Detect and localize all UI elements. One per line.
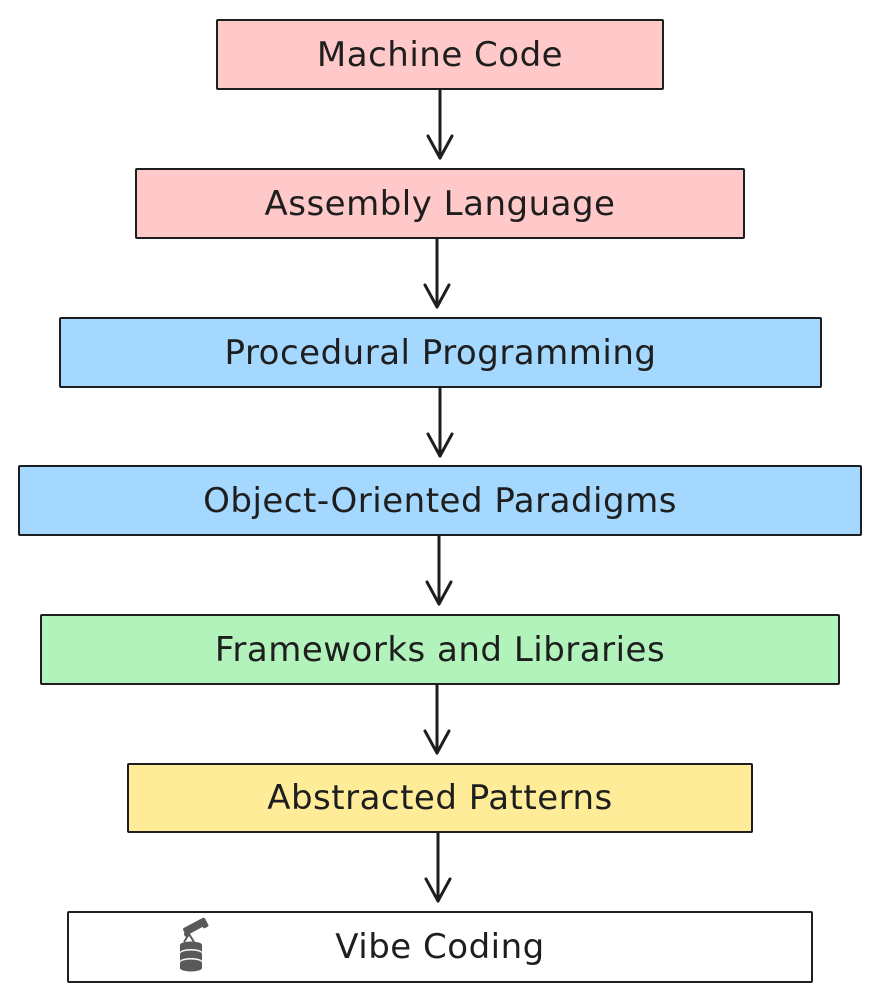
node-abstracted-patterns: Abstracted Patterns [127,763,753,833]
node-object-oriented-paradigms: Object-Oriented Paradigms [18,465,862,536]
arrow-object-oriented-paradigms-to-frameworks-and-libraries [425,534,453,606]
node-label: Procedural Programming [224,332,657,373]
database-telescope-icon [180,917,209,972]
arrow-abstracted-patterns-to-vibe-coding [424,831,452,903]
node-assembly-language: Assembly Language [135,168,745,239]
node-frameworks-and-libraries: Frameworks and Libraries [40,614,840,685]
node-label: Object-Oriented Paradigms [203,480,677,521]
node-procedural-programming: Procedural Programming [59,317,822,388]
node-label: Assembly Language [264,183,616,224]
node-machine-code: Machine Code [216,19,664,90]
node-label: Machine Code [316,34,564,75]
node-label: Vibe Coding [335,927,545,967]
arrow-frameworks-and-libraries-to-abstracted-patterns [423,683,451,755]
arrow-assembly-language-to-procedural-programming [423,237,451,309]
node-label: Abstracted Patterns [267,778,613,818]
node-label: Frameworks and Libraries [214,629,666,670]
arrow-procedural-programming-to-object-oriented-paradigms [426,386,454,458]
arrow-machine-code-to-assembly-language [426,88,454,160]
